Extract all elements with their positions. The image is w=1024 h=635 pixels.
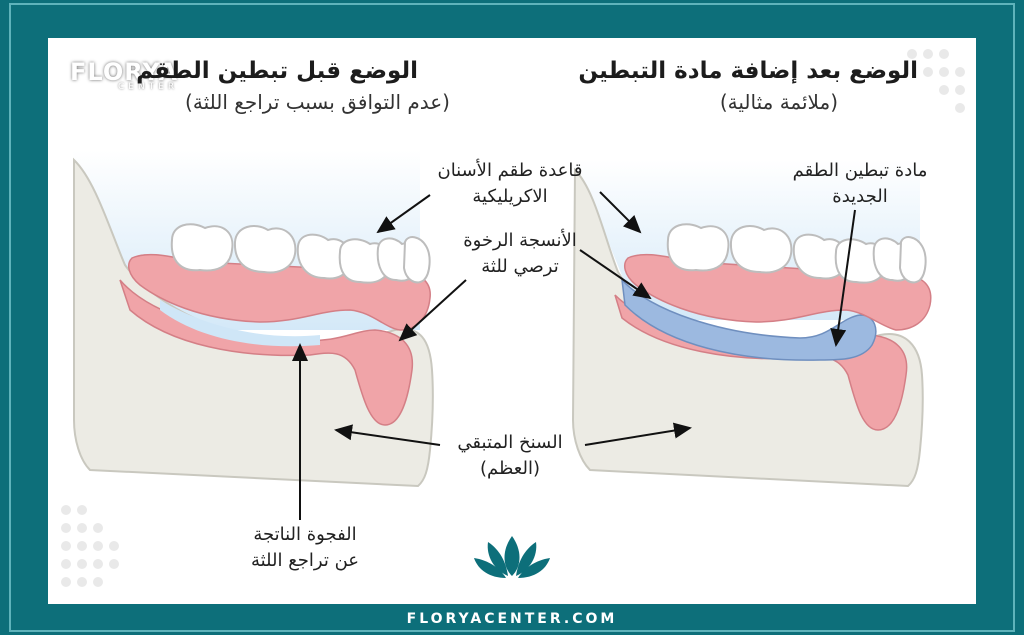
right-diagram bbox=[571, 160, 932, 488]
frame-accent-lines bbox=[9, 3, 1015, 632]
label-gap-line1: الفجوة الناتجة bbox=[253, 524, 357, 545]
label-new-liner: مادة تبطين الطقم الجديدة bbox=[770, 158, 950, 210]
arrow-soft-tissue-left bbox=[398, 279, 467, 342]
label-ridge-line2: (العظم) bbox=[480, 458, 540, 479]
label-soft-tissue: الأنسجة الرخوة ترصي للثة bbox=[440, 228, 600, 280]
right-liner bbox=[620, 277, 877, 361]
label-soft-tissue-line1: الأنسجة الرخوة bbox=[463, 230, 577, 251]
label-new-liner-line2: الجديدة bbox=[832, 186, 888, 207]
left-title: الوضع قبل تبطين الطقم bbox=[136, 58, 418, 84]
footer-website: FLORYACENTER.COM bbox=[406, 611, 618, 627]
left-subtitle: (عدم التوافق بسبب تراجع اللثة) bbox=[185, 90, 450, 114]
right-jaw-bone bbox=[571, 167, 924, 488]
brand-logo-name: FLORYA bbox=[70, 58, 179, 86]
arrow-ridge-right bbox=[584, 422, 692, 446]
right-teeth bbox=[666, 223, 927, 284]
left-jaw-bone bbox=[73, 157, 434, 488]
label-acrylic-base-line1: قاعدة طقم الأسنان bbox=[437, 160, 583, 181]
right-subtitle: (ملائمة مثالية) bbox=[719, 90, 838, 114]
left-gap bbox=[160, 300, 320, 347]
arrow-ridge-left bbox=[334, 424, 441, 446]
brand-logo-sub: CENTER bbox=[118, 82, 179, 92]
arrow-liner bbox=[830, 209, 856, 347]
label-acrylic-base: قاعدة طقم الأسنان الاكريليكية bbox=[420, 158, 600, 210]
label-ridge: السنخ المتبقي (العظم) bbox=[430, 430, 590, 482]
right-title: الوضع بعد إضافة مادة التبطين bbox=[578, 58, 918, 84]
brand-logo: FLORYA CENTER bbox=[70, 58, 178, 92]
annotation-arrows bbox=[292, 191, 856, 520]
label-acrylic-base-line2: الاكريليكية bbox=[472, 186, 548, 207]
label-gap-line2: عن تراجع اللثة bbox=[250, 550, 360, 571]
arrow-acrylic-base bbox=[376, 194, 431, 234]
arrow-acrylic-base-right bbox=[599, 191, 642, 234]
label-gap: الفجوة الناتجة عن تراجع اللثة bbox=[215, 522, 395, 574]
decorative-dots bbox=[61, 49, 965, 587]
label-ridge-line1: السنخ المتبقي bbox=[457, 432, 563, 453]
left-teeth bbox=[170, 223, 431, 284]
arrow-soft-tissue-right bbox=[579, 249, 652, 300]
lotus-logo-icon bbox=[474, 536, 550, 578]
left-diagram bbox=[72, 150, 434, 488]
label-soft-tissue-line2: ترصي للثة bbox=[481, 256, 559, 277]
label-new-liner-line1: مادة تبطين الطقم bbox=[792, 160, 928, 181]
